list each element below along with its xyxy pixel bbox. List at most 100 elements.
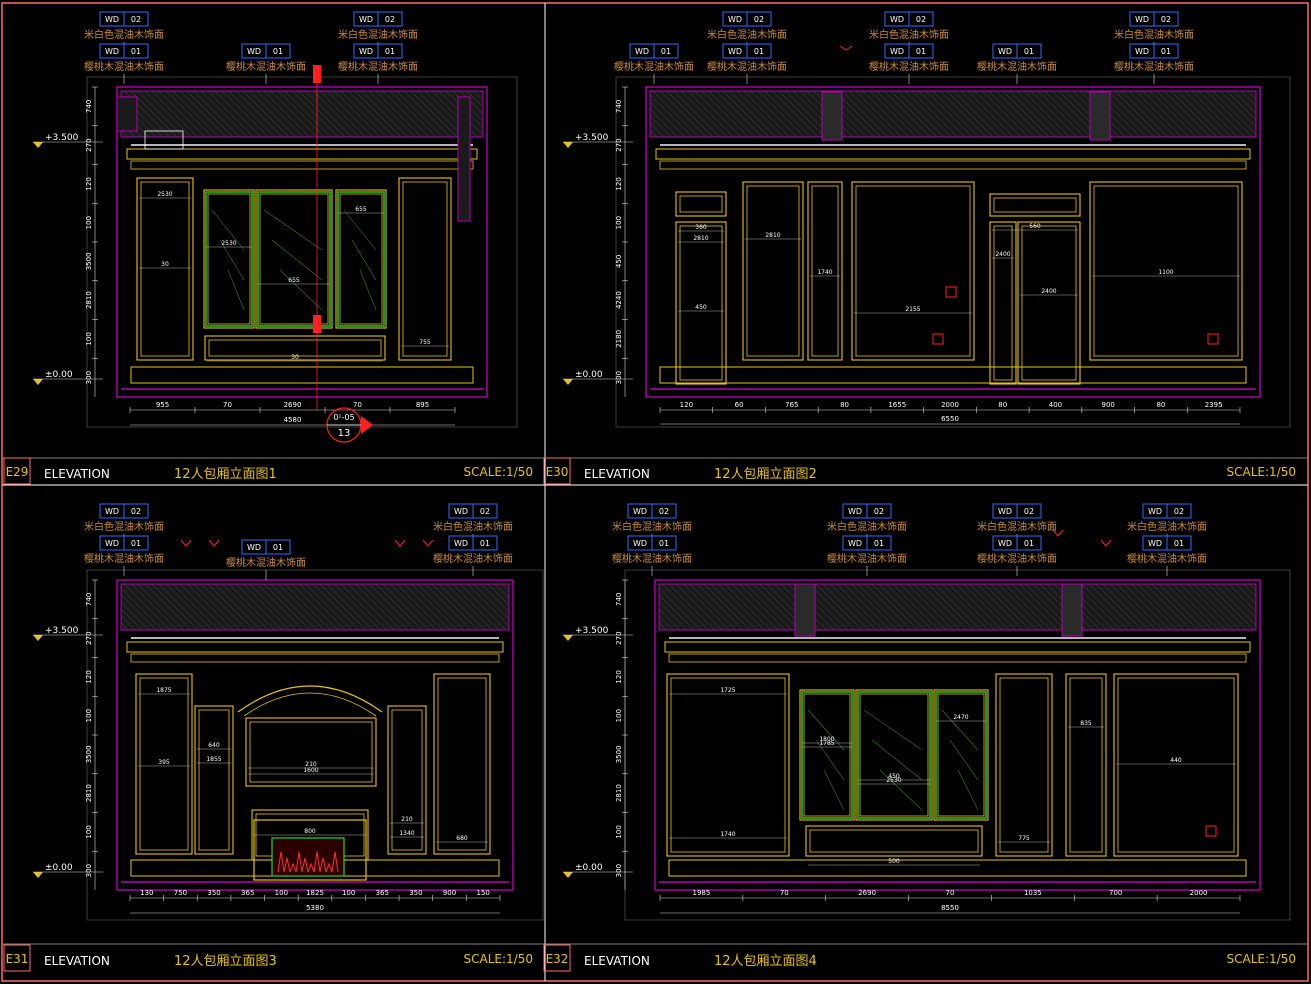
panel-e30-material-tag-code: WD — [1135, 15, 1149, 24]
panel-e32-ceiling-hatch-line — [1228, 583, 1257, 612]
panel-e31-wall-panel-outer — [135, 673, 193, 855]
ceiling-beam — [821, 91, 843, 141]
panel-e30-wall-panel-inner — [993, 197, 1077, 213]
panel-e32-level-floor-text: ±0.00 — [575, 863, 603, 873]
panel-e32-inner-dim-value: 2530 — [886, 777, 901, 784]
panel-e30-vertical-dims-value: 4240 — [615, 291, 623, 309]
panel-e30-ceiling-hatch-line — [974, 90, 1022, 138]
panel-e31-ceiling-hatch-line — [452, 583, 500, 631]
panel-e29-ceiling-hatch-line — [228, 90, 276, 138]
panel-e32-ceiling-hatch-line — [934, 583, 982, 631]
wall-light-icon — [1052, 529, 1064, 537]
section-ref: 0¹-05 — [333, 413, 354, 422]
panel-e30-ceiling-hatch-line — [673, 90, 721, 138]
panel-e30-ceiling-hatch-line — [1142, 90, 1190, 138]
panel-e30-wall-panel-outer — [989, 221, 1017, 385]
panel-e29-wall-panel — [136, 177, 194, 361]
panel-e29-total-value: 4580 — [284, 416, 302, 424]
panel-e29-ceiling — [120, 90, 484, 138]
panel-e32-ceiling-hatch-line — [885, 583, 933, 631]
panel-e32-ceiling-hatch-line — [1116, 583, 1164, 631]
panel-e30-material-tag-number: 01 — [1161, 47, 1171, 56]
panel-e31-ceiling-hatch-line — [151, 583, 199, 631]
panel-e29-ceiling-hatch-line — [158, 90, 206, 138]
panel-e32-material-tag-code: WD — [1148, 507, 1162, 516]
panel-e32-ceiling-hatch-line — [822, 583, 870, 631]
panel-e29-ceiling-hatch-line — [403, 90, 451, 138]
panel-e32-ceiling-hatch-line — [658, 587, 702, 631]
panel-e32-ceiling-hatch-line — [962, 583, 1010, 631]
socket-icon — [1205, 825, 1217, 837]
panel-e29-ceiling-hatch-line — [389, 90, 437, 138]
panel-e30-ceiling-hatch-line — [939, 90, 987, 138]
panel-e30-material-tag-material: 樱桃木混油木饰面 — [977, 60, 1057, 73]
panel-e32-vertical-dims-value: 270 — [615, 631, 623, 644]
panel-e32-ceiling-box — [658, 583, 1257, 631]
panel-e29-ceiling-hatch-line — [165, 90, 213, 138]
panel-e29-wall-panel-outer — [398, 177, 452, 361]
panel-e32-wall-panel-reflection — [871, 739, 923, 781]
panel-e31-material-tag-material: 樱桃木混油木饰面 — [433, 552, 513, 565]
panel-e30-level-ceiling-text: +3.500 — [575, 133, 609, 143]
panel-e32-ceiling-hatch-line — [1095, 583, 1143, 631]
panel-e30-material-tag-code: WD — [890, 15, 904, 24]
panel-e29-ceiling-hatch-line — [298, 90, 346, 138]
panel-e30-material-tag-code: WD — [635, 47, 649, 56]
panel-e29-material-tag-material: 樱桃木混油木饰面 — [338, 60, 418, 73]
panel-e30-crown-band — [655, 148, 1251, 160]
panel-e30-horizontal-dims-value: 80 — [1156, 401, 1165, 409]
panel-e29-view-frame — [86, 76, 518, 428]
panel-e29-material-tag-material: 米白色混油木饰面 — [338, 28, 418, 41]
panel-e31-ceiling-hatch-line — [340, 583, 388, 631]
panel-e32-wall-panel-reflection — [807, 709, 845, 751]
panel-e31-material-tag-number: 01 — [131, 539, 141, 548]
panel-e31-vertical-dims-value: 120 — [85, 670, 93, 683]
panel-e31-ceiling-hatch-line — [312, 583, 360, 631]
panel-e30-ceiling-hatch-line — [743, 90, 791, 138]
wall-return-right — [457, 96, 471, 222]
panel-e29-vertical-dims-value: 270 — [85, 138, 93, 151]
panel-e31-ceiling-hatch-line — [172, 583, 220, 631]
panel-e29-vertical-dims-value: 100 — [85, 216, 93, 229]
panel-e31-inner-dim-value: 1600 — [303, 767, 318, 774]
panel-e31-horizontal-dims-value: 750 — [174, 889, 187, 897]
panel-e32-wall-panel — [1113, 673, 1239, 857]
panel-e32-wall-panel — [933, 689, 989, 821]
panel-e29-ceiling-hatch-line — [333, 90, 381, 138]
panel-e31-ceiling-box — [120, 583, 510, 631]
panel-e30-ceiling-hatch-line — [1233, 90, 1257, 114]
panel-e32-ceiling-hatch-line — [1193, 583, 1241, 631]
panel-e30-ceiling-hatch-line — [883, 90, 931, 138]
panel-e30-material-tag-code: WD — [1135, 47, 1149, 56]
panel-e31-horizontal-dims-value: 350 — [409, 889, 422, 897]
panel-e32-horizontal-dims-value: 70 — [946, 889, 955, 897]
panel-e31-ceiling-hatch-line — [123, 583, 171, 631]
panel-e32-horizontal-dims-value: 2000 — [1190, 889, 1208, 897]
panel-e30-ceiling-hatch-line — [1002, 90, 1050, 138]
switch-icon — [945, 286, 957, 298]
panel-e32-wall-panel-outer — [799, 689, 855, 821]
panel-e32-horizontal-dims-value: 70 — [780, 889, 789, 897]
panel-e31-title-bar-title: 12人包厢立面图3 — [174, 954, 277, 969]
panel-e30-ceiling-hatch-line — [953, 90, 1001, 138]
panel-e31-wall-panel-inner — [198, 709, 230, 851]
panel-e30-ceiling-hatch-line — [778, 90, 826, 138]
panel-e30-wall-panel-outer — [675, 191, 727, 217]
panel-e30-material-tag-number: 01 — [1024, 47, 1034, 56]
panel-e31-cornice — [130, 653, 500, 663]
section-number: 13 — [338, 428, 351, 439]
panel-e31-wall-panel — [245, 717, 377, 787]
panel-e30-wall-panel-outer — [675, 221, 727, 385]
panel-e31-ceiling-hatch-line — [214, 583, 262, 631]
panel-e31-material-tag-code: WD — [454, 539, 468, 548]
panel-e29-wall-panel-outer — [203, 189, 255, 329]
panel-e29-ceiling-hatch-line — [207, 90, 255, 138]
panel-e31-ceiling-hatch-line — [417, 583, 465, 631]
